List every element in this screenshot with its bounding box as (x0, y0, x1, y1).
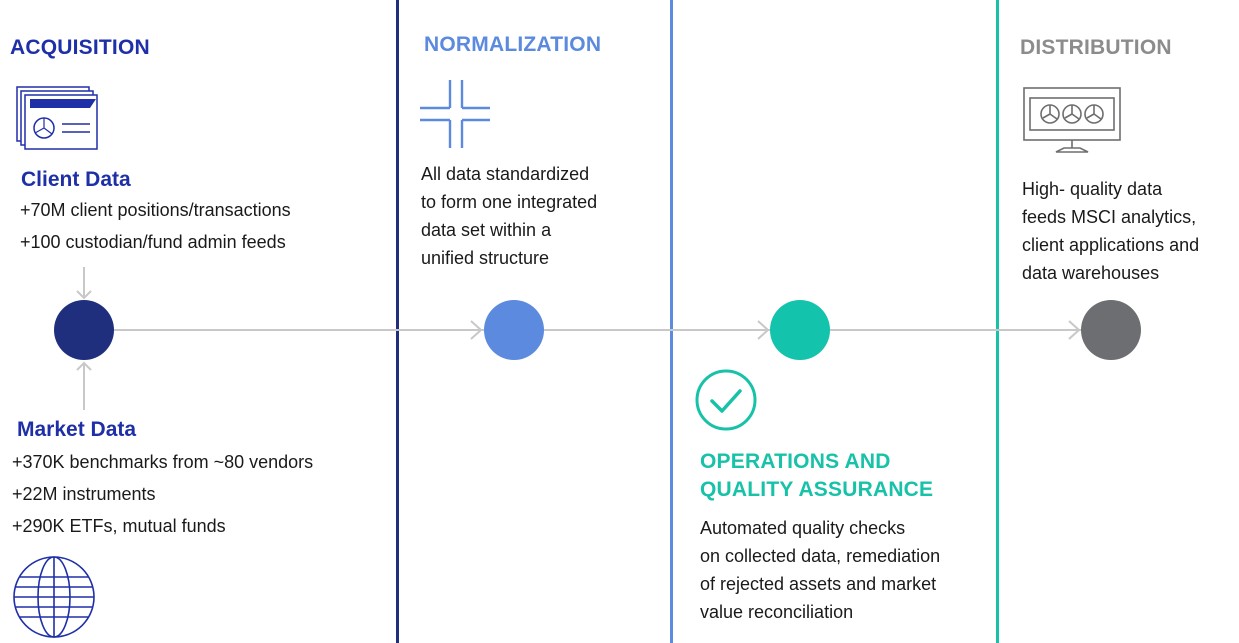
market-data-line: +370K benchmarks from ~80 vendors (12, 452, 314, 472)
operations-line: on collected data, remediation (700, 546, 941, 566)
node-operations (770, 300, 830, 360)
operations-description: Automated quality checks on collected da… (700, 515, 940, 625)
normalization-line: All data standardized (421, 164, 590, 184)
node-normalization (484, 300, 544, 360)
market-data-title: Market Data (17, 418, 137, 441)
client-data-details: +70M client positions/transactions +100 … (20, 197, 291, 255)
market-data-line: +290K ETFs, mutual funds (12, 516, 226, 536)
normalization-line: unified structure (421, 248, 550, 268)
operations-heading-line: OPERATIONS AND (700, 450, 891, 473)
divider-distribution (996, 0, 999, 643)
divider-operations (670, 0, 673, 643)
arrow-to-operations (757, 320, 770, 340)
globe-icon (13, 556, 95, 638)
operations-heading: OPERATIONS AND QUALITY ASSURANCE (700, 448, 933, 504)
check-circle-icon (695, 369, 757, 431)
normalization-line: data set within a (421, 220, 552, 240)
market-data-details: +370K benchmarks from ~80 vendors +22M i… (12, 449, 313, 539)
normalization-description: All data standardized to form one integr… (421, 161, 597, 271)
distribution-heading: DISTRIBUTION (1020, 36, 1172, 59)
client-data-line: +100 custodian/fund admin feeds (20, 232, 286, 252)
arrow-up-market (76, 361, 92, 371)
operations-line: Automated quality checks (700, 518, 906, 538)
arrow-to-normalization (470, 320, 483, 340)
operations-line: value reconciliation (700, 602, 854, 622)
acquisition-heading: ACQUISITION (10, 36, 150, 59)
arrow-down-client (76, 290, 92, 300)
distribution-line: High- quality data (1022, 179, 1163, 199)
node-distribution (1081, 300, 1141, 360)
client-data-title: Client Data (21, 168, 131, 191)
normalization-heading: NORMALIZATION (424, 33, 602, 56)
client-data-line: +70M client positions/transactions (20, 200, 291, 220)
distribution-line: feeds MSCI analytics, (1022, 207, 1197, 227)
monitor-dashboard-icon (1023, 87, 1121, 153)
distribution-line: data warehouses (1022, 263, 1160, 283)
cross-lines-icon (420, 80, 490, 148)
divider-normalization (396, 0, 399, 643)
arrow-to-distribution (1068, 320, 1081, 340)
market-data-line: +22M instruments (12, 484, 156, 504)
operations-heading-line: QUALITY ASSURANCE (700, 478, 934, 501)
operations-line: of rejected assets and market (700, 574, 937, 594)
distribution-description: High- quality data feeds MSCI analytics,… (1022, 176, 1199, 286)
node-acquisition (54, 300, 114, 360)
normalization-line: to form one integrated (421, 192, 598, 212)
document-stack-icon (16, 86, 98, 150)
distribution-line: client applications and (1022, 235, 1200, 255)
